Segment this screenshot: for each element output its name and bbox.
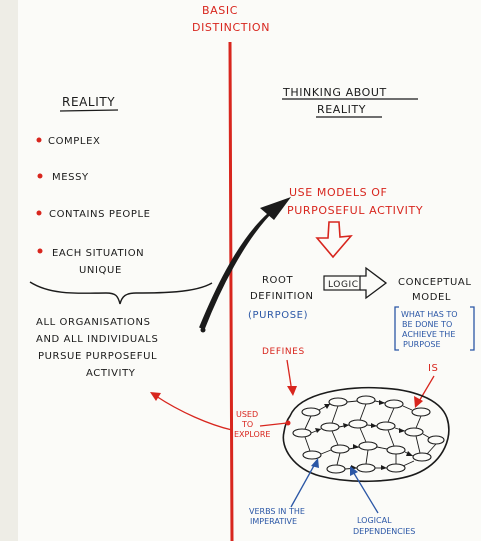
used-to-explore-arrow — [259, 422, 288, 427]
conceptual-line2: MODEL — [412, 292, 451, 303]
bullet-unique: UNIQUE — [79, 265, 122, 276]
verbs-arrowhead — [311, 458, 319, 468]
statement-line3: PURSUE PURPOSEFUL — [38, 351, 157, 362]
is-label: IS — [428, 363, 439, 374]
is-arrow — [417, 375, 435, 404]
bullet-complex: COMPLEX — [48, 136, 100, 147]
thinking-title-line2: REALITY — [317, 103, 366, 116]
bracket-line1: WHAT HAS TO — [401, 310, 458, 319]
purpose-label: (PURPOSE) — [248, 310, 308, 321]
activity-node — [386, 463, 406, 473]
logical-line2: DEPENDENCIES — [353, 527, 415, 536]
bracket-line4: PURPOSE — [403, 340, 441, 349]
activity-node — [320, 422, 340, 432]
bullet-dot — [36, 210, 42, 216]
used-to-explore-dot — [285, 420, 291, 426]
verbs-arrow — [290, 461, 317, 508]
logical-arrow — [351, 469, 379, 514]
dependency-arrowheads — [315, 400, 413, 470]
logic-label: LOGIC — [328, 280, 359, 290]
bullet-dot — [37, 173, 43, 179]
to-label: TO — [241, 420, 253, 429]
defines-label: DEFINES — [262, 347, 305, 357]
bullet-messy: MESSY — [52, 172, 89, 183]
curly-brace — [29, 281, 213, 305]
dependency-links — [304, 400, 437, 470]
statement-line1: ALL ORGANISATIONS — [36, 317, 151, 328]
activity-node — [301, 407, 321, 417]
bullet-contains-people: CONTAINS PEOPLE — [49, 209, 151, 220]
root-line1: ROOT — [262, 275, 293, 286]
header-line2: DISTINCTION — [192, 21, 270, 34]
defines-arrowhead — [287, 386, 297, 396]
logical-line1: LOGICAL — [357, 516, 392, 525]
activity-node — [302, 450, 322, 460]
model-blob — [282, 386, 450, 483]
black-arrow-tail — [200, 327, 206, 333]
is-arrowhead — [414, 396, 423, 408]
activity-node — [358, 441, 378, 451]
bracket-left — [394, 306, 399, 351]
bracket-right — [470, 306, 475, 351]
bullet-dot — [36, 137, 42, 143]
bullet-dot — [37, 248, 43, 254]
bullet-each-situation: EACH SITUATION — [52, 248, 144, 259]
activity-node — [376, 421, 396, 431]
bracket-line2: BE DONE TO — [402, 320, 452, 329]
logic-arrow-head — [360, 266, 388, 300]
activity-node — [427, 435, 445, 445]
activity-node — [384, 399, 404, 409]
bracket-line3: ACHIEVE THE — [402, 330, 455, 339]
reality-title: REALITY — [62, 95, 115, 109]
black-arrowhead — [260, 197, 291, 220]
activity-node — [326, 464, 346, 474]
models-line1: USE MODELS OF — [289, 186, 387, 199]
activity-node — [292, 428, 312, 438]
reality-title-underline — [59, 109, 119, 112]
models-line2: PURPOSEFUL ACTIVITY — [287, 204, 423, 217]
activity-node — [386, 445, 406, 455]
logical-arrowhead — [350, 466, 358, 476]
used-label: USED — [236, 410, 258, 419]
statement-line2: AND ALL INDIVIDUALS — [36, 334, 158, 345]
activity-node — [328, 397, 348, 407]
verbs-line1: VERBS IN THE — [249, 507, 305, 516]
activity-node — [404, 427, 424, 437]
red-return-arrow — [155, 395, 233, 431]
statement-line4: ACTIVITY — [86, 368, 136, 379]
root-line2: DEFINITION — [250, 291, 314, 302]
divider-line — [228, 41, 234, 541]
logic-box — [323, 275, 361, 291]
activity-node — [356, 463, 376, 473]
explore-label: EXPLORE — [234, 430, 270, 439]
activity-node — [412, 452, 432, 462]
red-return-arrowhead — [150, 392, 161, 401]
header-line1: BASIC — [202, 4, 238, 17]
activity-node — [356, 395, 376, 405]
thinking-title-line1: THINKING ABOUT — [282, 86, 387, 99]
conceptual-line1: CONCEPTUAL — [398, 277, 472, 288]
activity-node — [411, 407, 431, 417]
paper-sheet — [18, 0, 481, 541]
activity-node — [330, 444, 350, 454]
verbs-line2: IMPERATIVE — [250, 517, 297, 526]
activity-node — [348, 419, 368, 429]
down-arrow-hollow — [315, 221, 353, 259]
